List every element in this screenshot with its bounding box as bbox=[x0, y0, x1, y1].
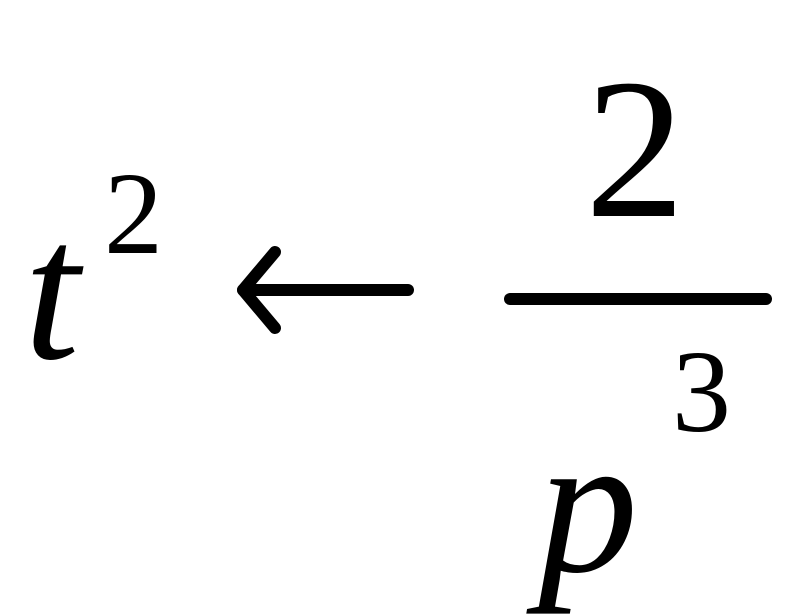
lhs-variable: t bbox=[24, 181, 80, 402]
fraction-numerator: 2 bbox=[585, 39, 685, 260]
denominator-exponent: 3 bbox=[672, 326, 731, 457]
lhs-exponent: 2 bbox=[104, 148, 163, 279]
denominator-variable: p bbox=[538, 394, 638, 615]
